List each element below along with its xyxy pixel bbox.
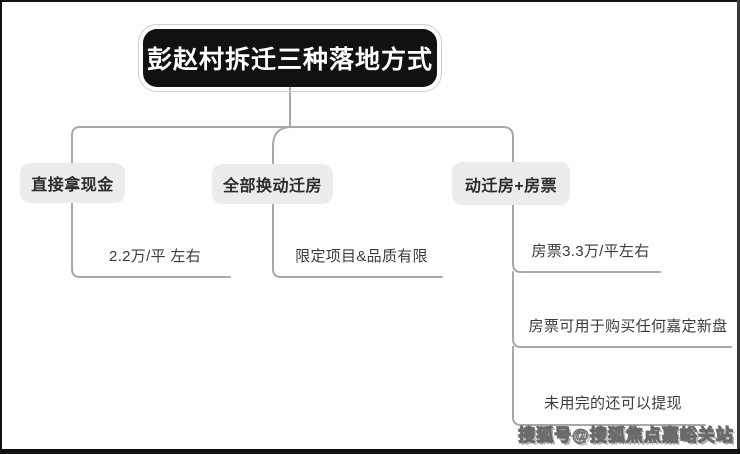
leaf-note-housing-limit: 限定项目&品质有限	[295, 248, 428, 265]
leaf-note-ticket-price: 房票3.3万/平左右	[531, 243, 650, 260]
branch-node-cash: 直接拿现金	[20, 163, 125, 203]
branch-node-relocation-housing-label: 全部换动迁房	[222, 178, 322, 195]
branch-node-housing-ticket: 动迁房+房票	[452, 162, 570, 205]
root-node-label: 彭赵村拆迁三种落地方式	[146, 46, 433, 74]
connector-main-rail	[71, 126, 514, 164]
branch-node-relocation-housing: 全部换动迁房	[212, 164, 333, 204]
root-node-title: 彭赵村拆迁三种落地方式	[138, 24, 442, 92]
frame-border-bottom	[0, 449, 740, 454]
leaf-note-ticket-usage: 房票可用于购买任何嘉定新盘	[528, 318, 728, 335]
connector-leaf-ticket-2	[512, 271, 732, 348]
connector-leaf-ticket-1	[512, 204, 661, 273]
branch-node-cash-label: 直接拿现金	[31, 177, 114, 194]
leaf-note-ticket-cashout: 未用完的还可以提现	[544, 395, 682, 412]
connector-middle-elbow	[272, 126, 291, 165]
connector-leaf-ticket-3	[512, 346, 706, 426]
leaf-note-cash-price: 2.2万/平 左右	[109, 248, 201, 265]
frame-border-left	[0, 0, 2, 454]
connector-leaf-housing	[272, 203, 443, 278]
frame-border-right	[737, 0, 740, 454]
sohu-watermark: 搜狐号@搜狐焦点嘉峪关站	[518, 426, 734, 446]
frame-border-top	[0, 0, 740, 2]
branch-node-housing-ticket-label: 动迁房+房票	[464, 177, 558, 195]
connector-leaf-cash	[71, 202, 231, 278]
